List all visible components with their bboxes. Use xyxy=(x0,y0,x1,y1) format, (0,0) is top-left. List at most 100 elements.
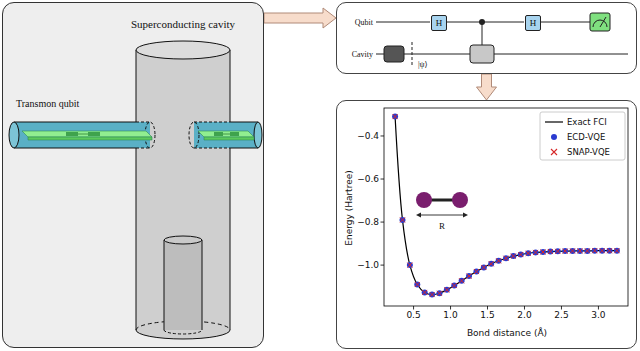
snap-marker xyxy=(407,263,412,268)
panel-ground xyxy=(2,2,264,348)
ecd-marker xyxy=(473,269,479,275)
tick-label: 3.0 xyxy=(591,311,605,320)
ecd-marker xyxy=(614,248,620,254)
ecd-marker xyxy=(422,289,428,295)
snap-marker xyxy=(452,283,457,288)
meter-arc xyxy=(593,20,607,27)
circuit-panel: HHQubitCavity xyxy=(336,2,637,74)
barrier xyxy=(412,42,413,66)
snap-marker xyxy=(555,249,560,254)
ecd-marker xyxy=(392,114,398,120)
snap-marker xyxy=(496,258,501,263)
snap-marker xyxy=(518,252,523,257)
ecd-marker xyxy=(555,248,561,254)
ecd-marker xyxy=(444,287,450,293)
ecd-marker xyxy=(592,248,598,254)
snap-marker xyxy=(540,249,545,254)
hadamard-gate-text: H xyxy=(436,19,443,28)
tick-label: −0.8 xyxy=(357,218,379,227)
cavity-bottom-front xyxy=(136,330,230,339)
part-label: Transmon qubit xyxy=(16,99,79,109)
ecd-marker xyxy=(584,248,590,254)
snap-marker xyxy=(430,292,435,297)
distance-arrow xyxy=(420,215,464,216)
tick-mark xyxy=(598,306,599,310)
tube-end xyxy=(189,122,199,148)
tube-edge xyxy=(14,122,136,123)
legend-dot-sample xyxy=(551,134,557,140)
tick-mark xyxy=(524,306,525,310)
ecd-marker xyxy=(547,249,553,255)
chart-panel-text: Bond distance (Å) xyxy=(467,329,547,338)
legend-box xyxy=(540,112,625,160)
tick-label: 1.0 xyxy=(443,311,457,320)
snap-marker xyxy=(526,251,531,256)
tube-edge xyxy=(14,148,136,149)
snap-marker xyxy=(533,250,538,255)
hadamard-gate-text: H xyxy=(530,19,537,28)
snap-marker xyxy=(422,290,427,295)
snap-marker xyxy=(577,248,582,253)
tube-edge xyxy=(230,148,258,149)
cavity-wire xyxy=(376,54,384,55)
tick-mark xyxy=(450,306,451,310)
legend-entry: Exact FCI xyxy=(567,118,607,127)
snap-marker xyxy=(400,217,405,222)
ecd-marker xyxy=(599,248,605,254)
distance-label: R xyxy=(439,222,445,231)
ecd-marker xyxy=(533,249,539,255)
tick-label: 2.5 xyxy=(554,311,568,320)
post-bottom xyxy=(164,330,202,334)
cavity-panel-text: Superconducting cavity xyxy=(131,19,235,30)
snap-marker xyxy=(467,274,472,279)
ecd-marker xyxy=(399,217,405,223)
ecd-marker xyxy=(429,292,435,298)
snap-marker xyxy=(600,248,605,253)
post-top xyxy=(164,236,202,244)
cavity-body xyxy=(136,50,230,330)
transmon-pad xyxy=(88,132,100,136)
transmon-chip xyxy=(198,131,254,137)
snap-marker xyxy=(570,248,575,253)
tube-edge xyxy=(136,122,150,123)
ecd-marker xyxy=(436,290,442,296)
cavity-wire xyxy=(404,54,470,55)
cavity-top xyxy=(136,41,230,59)
ecd-marker xyxy=(607,248,613,254)
circuit-panel-text: Qubit xyxy=(355,19,373,27)
transmon-tube xyxy=(194,122,258,148)
atom xyxy=(416,192,432,208)
cavity-wire xyxy=(494,54,628,55)
snap-marker xyxy=(614,248,619,253)
transmon-chip-edge xyxy=(204,137,254,140)
ecd-marker xyxy=(466,273,472,279)
tick-label: 0.5 xyxy=(406,311,420,320)
state-prep-gate xyxy=(384,46,404,62)
snap-marker xyxy=(415,282,420,287)
block-arrow xyxy=(477,74,497,100)
legend-entry: SNAP-VQE xyxy=(567,148,610,157)
ecd-marker xyxy=(570,248,576,254)
post-wall xyxy=(164,240,165,330)
legend-line-sample xyxy=(545,121,563,122)
ecd-marker xyxy=(503,255,509,261)
ecd-marker xyxy=(481,264,487,270)
snap-marker xyxy=(592,248,597,253)
hadamard-gate: H xyxy=(525,15,541,31)
cavity-wall xyxy=(230,50,231,330)
snap-marker xyxy=(481,265,486,270)
tick-mark xyxy=(381,135,385,136)
tick-mark xyxy=(381,265,385,266)
controlled-displacement-gate xyxy=(470,45,494,63)
measurement-box xyxy=(590,13,610,31)
tick-label: 2.0 xyxy=(517,311,531,320)
tube-edge xyxy=(194,148,230,149)
meter-needle xyxy=(600,17,606,27)
qubit-wire xyxy=(540,22,590,23)
tube-edge xyxy=(230,122,258,123)
junction xyxy=(223,134,230,135)
control-line xyxy=(482,22,483,45)
transmon-pad xyxy=(66,132,78,136)
snap-marker xyxy=(585,248,590,253)
plot-frame xyxy=(384,108,628,306)
